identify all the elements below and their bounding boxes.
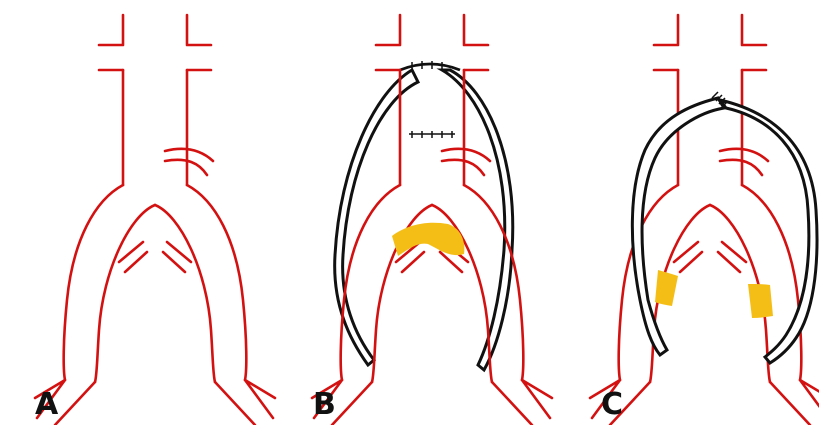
panel-b-closure-stitches <box>409 131 455 138</box>
panel-a: A <box>35 15 275 425</box>
panel-c-occlusion-left <box>655 270 678 306</box>
panel-c: C <box>590 15 819 425</box>
panel-a-label: A <box>35 387 59 422</box>
panel-b: B <box>312 15 552 425</box>
panel-a-artery-tree <box>35 15 275 425</box>
panel-c-graft <box>632 98 817 363</box>
panel-b-occlusion <box>392 223 464 256</box>
panel-b-label: B <box>313 387 336 422</box>
panel-b-graft <box>335 70 513 370</box>
panel-c-occlusion-right <box>748 284 773 318</box>
panel-c-label: C <box>601 387 623 422</box>
panel-c-artery-tree <box>590 15 819 425</box>
